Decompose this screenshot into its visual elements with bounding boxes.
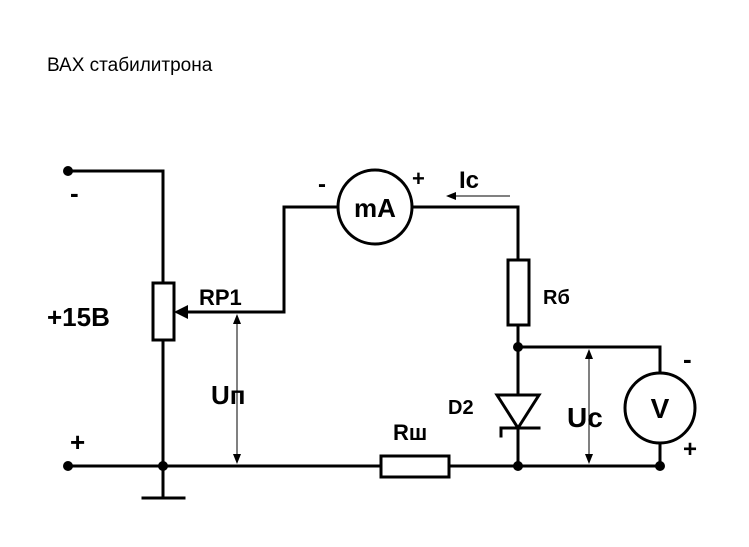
ammeter: mA [336, 168, 414, 246]
terminal-bottom [63, 461, 73, 471]
current-arrow [446, 192, 510, 200]
voltage-arrow-uc [585, 349, 593, 464]
resistor-rb [506, 258, 531, 327]
source-plus-label: + [70, 427, 85, 457]
junction-source [158, 461, 168, 471]
terminal-top [63, 166, 73, 176]
diagram-title: ВАХ стабилитрона [47, 55, 213, 76]
resistor-shunt [379, 454, 451, 479]
ammeter-plus-label: + [412, 166, 425, 191]
junction-bottom-zener [513, 461, 523, 471]
potentiometer-rp1 [151, 281, 188, 342]
junction-top-zener [513, 342, 523, 352]
potentiometer-wiper-arrow [174, 305, 188, 319]
ammeter-circle [336, 168, 414, 246]
junction-bottom-voltmeter [655, 461, 665, 471]
voltage-arrow-up [233, 314, 241, 464]
voltage-up-label: Uп [211, 380, 245, 410]
resistor-rb-label: Rб [543, 287, 570, 309]
potentiometer-body [151, 281, 176, 342]
circuit-wires [66, 169, 662, 500]
terminals-and-nodes [63, 166, 665, 471]
current-label: Ic [459, 167, 479, 194]
potentiometer-label: RP1 [199, 285, 242, 310]
source-minus-label: - [70, 178, 79, 208]
zener-bar [499, 426, 541, 438]
wire-source-top [66, 169, 165, 285]
wire-ammeter-to-rb [410, 205, 520, 262]
shunt-label: Rш [393, 420, 427, 445]
zener-diode-d2 [494, 393, 542, 438]
ammeter-minus-label: - [318, 171, 326, 198]
source-voltage-label: +15В [47, 302, 110, 332]
voltage-uc-label: Uc [567, 402, 603, 433]
voltmeter: V [623, 371, 697, 445]
voltmeter-circle [623, 371, 697, 445]
ammeter-label: mA [354, 193, 396, 223]
wire-wiper-to-ammeter [176, 205, 339, 314]
voltmeter-minus-label: - [683, 344, 692, 374]
zener-label: D2 [448, 397, 474, 419]
voltmeter-label: V [651, 393, 670, 424]
zener-triangle [494, 393, 542, 431]
voltmeter-plus-label: + [683, 436, 697, 463]
wire-to-voltmeter-top [516, 345, 662, 376]
